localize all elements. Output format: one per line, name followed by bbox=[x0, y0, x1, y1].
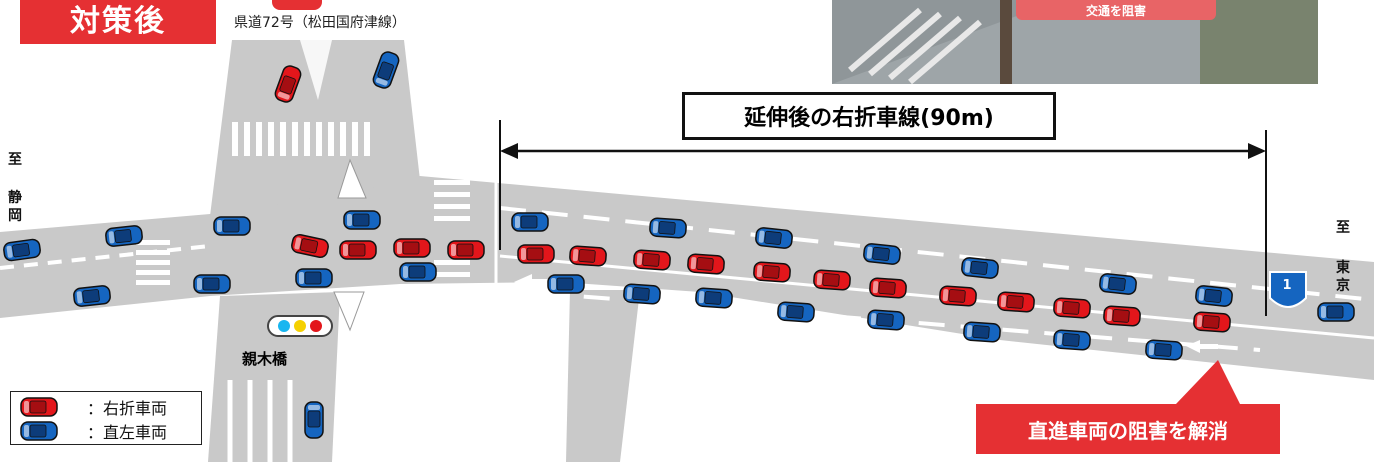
legend: ：右折車両 ：直左車両 bbox=[10, 391, 202, 445]
right-turn-car bbox=[996, 291, 1036, 313]
crosswalk-north bbox=[232, 122, 370, 156]
straight-left-car bbox=[862, 242, 902, 266]
callout-box: 直進車両の阻害を解消 bbox=[976, 404, 1280, 454]
destination-right-name-2: 京 bbox=[1336, 278, 1350, 294]
road-surface bbox=[0, 40, 1374, 462]
right-turn-car bbox=[393, 238, 431, 258]
legend-row-right-turn: ：右折車両 bbox=[15, 395, 167, 419]
route-shield-icon bbox=[1269, 271, 1307, 308]
blue-car-icon bbox=[20, 421, 58, 441]
traffic-island-north-top bbox=[300, 40, 332, 100]
straight-left-car bbox=[547, 274, 585, 294]
right-turn-car bbox=[447, 240, 485, 260]
straight-left-car bbox=[622, 283, 662, 305]
straight-left-car bbox=[694, 287, 734, 309]
legend-row-straight-left: ：直左車両 bbox=[15, 419, 167, 443]
straight-left-car bbox=[343, 210, 381, 230]
straight-left-car bbox=[399, 262, 437, 282]
straight-left-car bbox=[866, 309, 906, 331]
page-title: 対策後 bbox=[20, 0, 216, 44]
legend-straight-left-label: ：直左車両 bbox=[87, 423, 168, 442]
right-turn-car bbox=[938, 285, 978, 307]
straight-left-car bbox=[511, 212, 549, 232]
right-turn-car bbox=[812, 269, 852, 291]
straight-left-car bbox=[213, 216, 251, 236]
straight-left-car bbox=[1317, 302, 1355, 322]
straight-left-car bbox=[104, 224, 144, 248]
destination-left-name-2: 岡 bbox=[8, 208, 22, 224]
route-label: 県道72号（松田国府津線） bbox=[234, 15, 406, 31]
straight-left-car bbox=[304, 401, 324, 439]
route-shield-number: 1 bbox=[1282, 278, 1292, 293]
straight-left-car bbox=[72, 284, 112, 308]
crosswalk-south bbox=[227, 380, 293, 462]
right-turn-car bbox=[868, 277, 908, 299]
span-arrow bbox=[499, 120, 1267, 316]
destination-right-name-1: 東 bbox=[1336, 260, 1350, 276]
right-turn-car bbox=[339, 240, 377, 260]
red-car-icon bbox=[20, 397, 58, 417]
callout-pointer bbox=[1176, 360, 1240, 404]
photo-caption: 交通を阻害 bbox=[1016, 0, 1216, 20]
right-turn-car bbox=[1192, 311, 1232, 333]
straight-left-car bbox=[1052, 329, 1092, 351]
photo-detail bbox=[832, 0, 1318, 85]
traffic-island-south bbox=[333, 291, 365, 332]
intersection-name: 親木橋 bbox=[242, 350, 288, 368]
straight-left-car bbox=[1098, 272, 1138, 296]
crosswalk-west bbox=[136, 240, 170, 285]
right-turn-car bbox=[752, 261, 792, 283]
destination-left-to: 至 bbox=[8, 152, 22, 168]
straight-left-car bbox=[295, 268, 333, 288]
straight-left-car bbox=[754, 226, 794, 250]
crosswalk-east bbox=[434, 180, 470, 277]
destination-left-name-1: 静 bbox=[8, 190, 22, 206]
right-turn-car bbox=[1052, 297, 1092, 319]
right-turn-car bbox=[1102, 305, 1142, 327]
right-turn-car bbox=[686, 253, 726, 275]
legend-right-turn-label: ：右折車両 bbox=[87, 399, 168, 418]
right-turn-car bbox=[517, 244, 555, 264]
right-turn-car bbox=[568, 245, 608, 267]
right-turn-lane-label: 延伸後の右折車線(90m) bbox=[682, 92, 1056, 140]
straight-left-car bbox=[1144, 339, 1184, 361]
straight-left-car bbox=[648, 217, 688, 239]
straight-left-car bbox=[960, 256, 1000, 280]
straight-left-car bbox=[776, 301, 816, 323]
straight-left-car bbox=[1194, 284, 1234, 308]
straight-left-car bbox=[962, 321, 1002, 343]
traffic-island-north bbox=[337, 158, 367, 199]
destination-right-to: 至 bbox=[1336, 220, 1350, 236]
straight-left-car bbox=[193, 274, 231, 294]
traffic-signal-icon bbox=[267, 315, 333, 337]
title-tab-decoration bbox=[272, 0, 322, 10]
right-turn-car bbox=[632, 249, 672, 271]
